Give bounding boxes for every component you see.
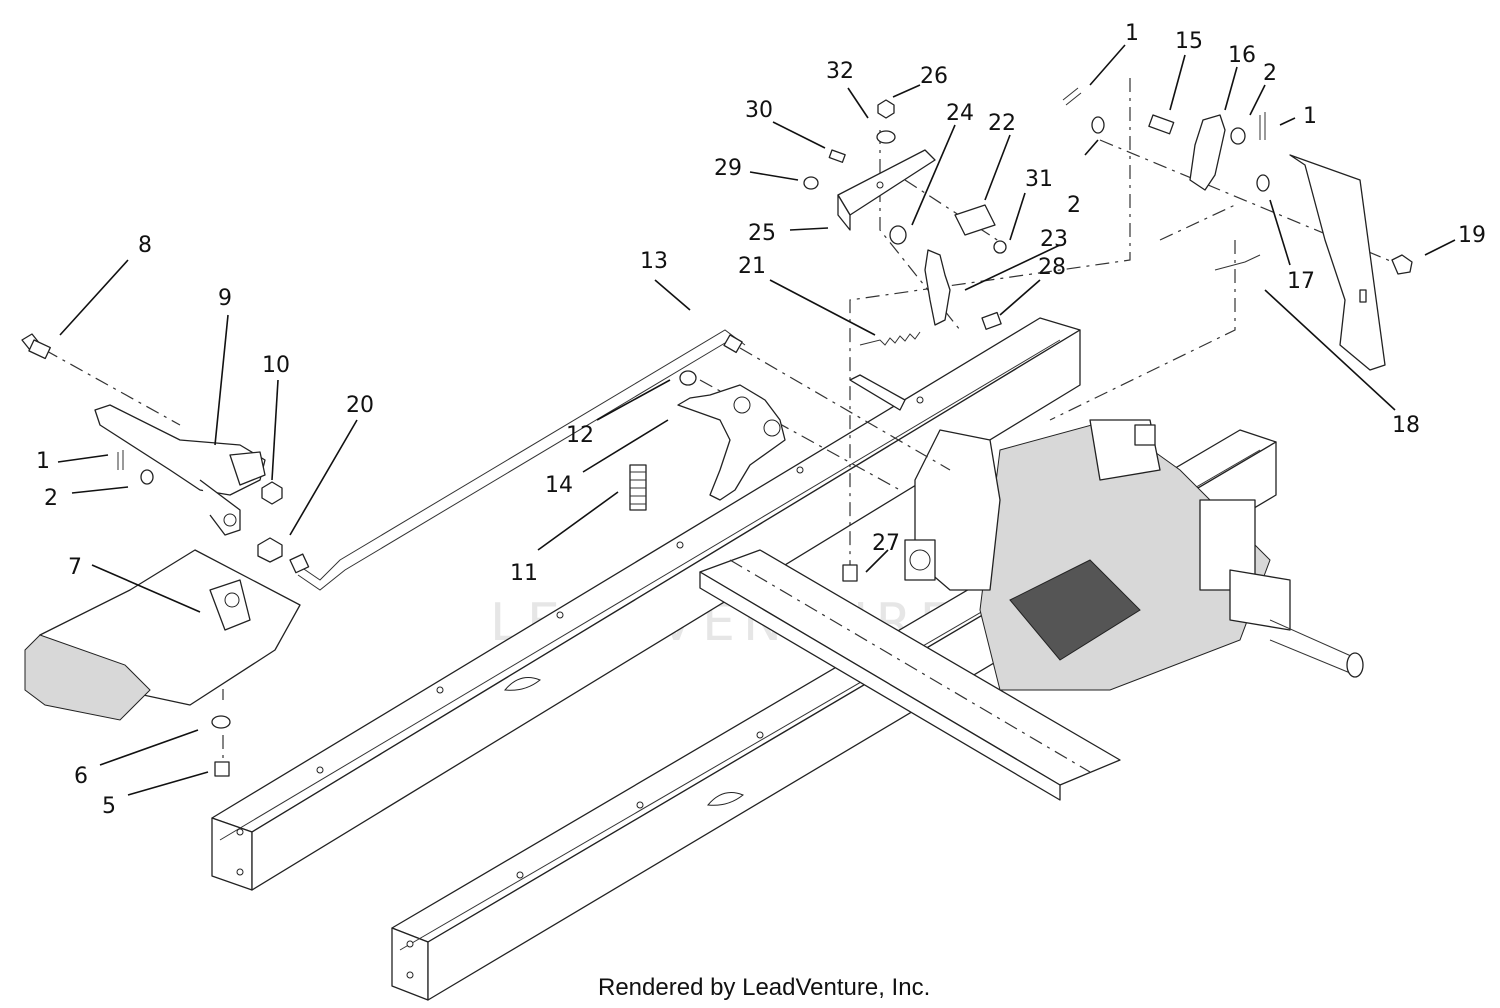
callout-32: 32 <box>826 59 854 84</box>
bracket-right <box>1289 154 1386 371</box>
washer-part-6 <box>211 715 231 729</box>
spring-part-11 <box>629 464 647 511</box>
callout-19: 19 <box>1458 223 1486 248</box>
callout-2-top: 2 <box>1263 61 1277 86</box>
callout-1-left: 1 <box>36 449 50 474</box>
callout-16: 16 <box>1228 43 1256 68</box>
washer-right-top <box>1230 127 1246 145</box>
hairpin-clip-left <box>117 450 124 470</box>
spring-part-21 <box>859 331 921 346</box>
rod-part-18 <box>1214 254 1261 271</box>
washer-left <box>140 469 154 485</box>
washer-part-32 <box>876 130 896 144</box>
washer-part-17 <box>1256 174 1270 192</box>
callout-5: 5 <box>102 794 116 819</box>
clip-part-12 <box>679 370 697 386</box>
callout-1-top: 1 <box>1125 21 1139 46</box>
callout-12: 12 <box>566 423 594 448</box>
bolt-part-5 <box>214 761 230 777</box>
footer-credit: Rendered by LeadVenture, Inc. <box>598 974 930 1001</box>
callout-28: 28 <box>1038 255 1066 280</box>
callout-20: 20 <box>346 393 374 418</box>
bracket-part-14 <box>677 384 786 501</box>
leader-lines <box>57 44 1456 796</box>
bracket-slot <box>1359 289 1367 303</box>
pedal-pad-part-7 <box>24 549 301 721</box>
callout-15: 15 <box>1175 29 1203 54</box>
nut-part-31 <box>993 240 1007 254</box>
callout-26: 26 <box>920 64 948 89</box>
callout-27: 27 <box>872 531 900 556</box>
switch-part-22 <box>954 204 996 236</box>
bolt-part-8 <box>21 333 51 360</box>
frame-rail-left <box>211 317 1081 891</box>
pivot-pin <box>849 374 906 411</box>
callout-31: 31 <box>1025 167 1053 192</box>
callout-7: 7 <box>68 555 82 580</box>
callout-14: 14 <box>545 473 573 498</box>
bolt-part-28 <box>981 311 1002 330</box>
nut-part-29 <box>803 176 819 190</box>
bolt-part-27 <box>842 564 858 582</box>
callout-13: 13 <box>640 249 668 274</box>
washer-top <box>1091 116 1105 134</box>
callout-24: 24 <box>946 101 974 126</box>
nut-part-26 <box>877 99 895 119</box>
callout-2-mid: 2 <box>1067 193 1081 218</box>
crossmember <box>699 549 1121 801</box>
callout-18: 18 <box>1392 413 1420 438</box>
link-part-16 <box>1189 114 1226 191</box>
nut-part-10 <box>261 481 283 505</box>
arm-part-23 <box>924 249 951 326</box>
callout-29: 29 <box>714 156 742 181</box>
bolt-part-15 <box>1148 114 1175 135</box>
callout-10: 10 <box>262 353 290 378</box>
callout-2-left: 2 <box>44 486 58 511</box>
screw-part-30 <box>828 149 846 163</box>
nut-part-19 <box>1391 254 1413 275</box>
callout-17: 17 <box>1287 269 1315 294</box>
hairpin-clip-right <box>1259 112 1266 140</box>
callout-21: 21 <box>738 254 766 279</box>
callout-9: 9 <box>218 286 232 311</box>
transaxle <box>904 419 1364 691</box>
switch-bracket-part-25 <box>837 149 936 231</box>
callout-1-right: 1 <box>1303 104 1317 129</box>
callout-11: 11 <box>510 561 538 586</box>
clevis-pin-top <box>1062 87 1082 106</box>
callout-30: 30 <box>745 98 773 123</box>
washer-part-24 <box>889 225 907 245</box>
pedal-part-9 <box>94 404 266 536</box>
callout-25: 25 <box>748 221 776 246</box>
callout-6: 6 <box>74 764 88 789</box>
callout-labels: 1 15 16 2 1 32 26 30 24 22 29 31 2 25 23… <box>36 21 1486 819</box>
callout-22: 22 <box>988 111 1016 136</box>
control-rod <box>289 329 746 591</box>
callout-8: 8 <box>138 233 152 258</box>
callout-23: 23 <box>1040 227 1068 252</box>
spacer <box>257 537 283 563</box>
